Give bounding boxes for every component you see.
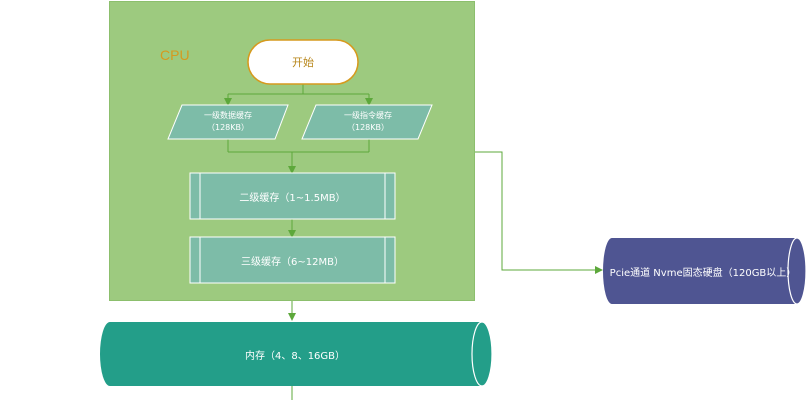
- l3-cache-shape: [189, 236, 396, 284]
- connector-to-ssd: [475, 151, 603, 274]
- l1-data-cache-size: （128KB）: [206, 123, 249, 132]
- l1-data-cache-name: 一级数据缓存: [204, 111, 252, 120]
- l1-instr-cache-shape: [301, 104, 433, 140]
- start-terminator: [247, 39, 359, 85]
- memory-label: 内存（4、8、16GB）: [244, 350, 346, 362]
- l2-cache-shape: [189, 172, 396, 220]
- l2-cache-label: 二级缓存（1~1.5MB）: [239, 192, 346, 204]
- cpu-label: CPU: [160, 47, 190, 63]
- l1-instr-cache-size: （128KB）: [346, 123, 389, 132]
- ssd-label: Pcie通道 Nvme固态硬盘（120GB以上）: [609, 267, 797, 279]
- start-label: 开始: [292, 56, 314, 69]
- l1-data-cache-label: 一级数据缓存 （128KB）: [170, 106, 286, 138]
- connectors: [224, 84, 603, 400]
- ssd-cylinder: [603, 237, 807, 305]
- l1-instr-cache-label: 一级指令缓存 （128KB）: [305, 106, 431, 138]
- l3-cache-label: 三级缓存（6~12MB）: [241, 256, 344, 268]
- l1-data-cache-shape: [167, 104, 289, 140]
- memory-cylinder: [100, 321, 493, 387]
- l1-instr-cache-name: 一级指令缓存: [344, 111, 392, 120]
